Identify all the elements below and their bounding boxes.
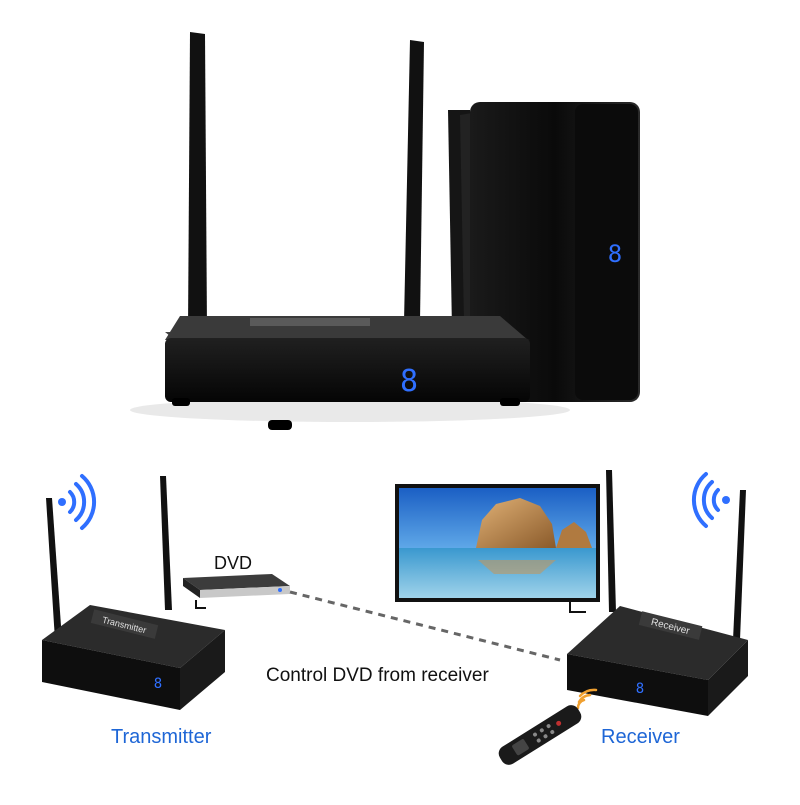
dvd-led: [278, 588, 282, 592]
led-digit: 8: [636, 681, 644, 697]
dvd-label: DVD: [214, 553, 253, 573]
foot: [500, 398, 520, 406]
remote-control-icon: [498, 705, 582, 765]
tv-reflection: [478, 560, 556, 574]
floor-shadow: [130, 398, 570, 422]
receiver-label: Receiver: [601, 726, 680, 748]
box-top: [567, 606, 748, 680]
television: [395, 484, 600, 602]
box-front: [165, 338, 530, 402]
box-label-plate: [250, 318, 370, 326]
dvd-top: [183, 574, 290, 590]
receiver-side: [575, 104, 638, 400]
dvd-player: [183, 574, 290, 598]
top-product-photo: 8 8: [130, 32, 640, 430]
antenna-left: [606, 470, 616, 612]
control-caption: Control DVD from receiver: [266, 665, 489, 686]
antenna-left: [46, 498, 62, 640]
led-digit: 8: [154, 676, 162, 692]
large-transmitter-unit: 8: [165, 32, 530, 430]
box-front: [42, 640, 180, 710]
cable: [569, 602, 586, 613]
foot: [268, 420, 292, 430]
usage-diagram: Transmitter 8: [42, 470, 748, 765]
tv-rock-small: [556, 522, 592, 548]
box-side: [180, 630, 225, 710]
foot: [172, 398, 190, 406]
wifi-signal-icon: [691, 472, 730, 528]
transmitter-device: Transmitter 8: [42, 476, 225, 710]
antenna-right: [404, 40, 424, 322]
antenna-right: [160, 476, 172, 610]
box-side: [708, 640, 748, 716]
box-front: [567, 654, 708, 716]
ir-signal-path: [289, 590, 561, 662]
tv-rock: [476, 498, 556, 548]
receiver-device: Receiver 8: [567, 470, 748, 716]
transmitter-label: Transmitter: [111, 726, 212, 748]
antenna-left: [188, 32, 207, 330]
cable: [195, 600, 206, 609]
signal-waves-icon: [576, 688, 598, 710]
dvd-front: [200, 586, 290, 598]
dvd-side: [183, 578, 200, 598]
antenna-right: [733, 490, 746, 640]
led-digit: 8: [400, 364, 418, 399]
box-top: [42, 605, 225, 668]
wifi-signal-icon: [58, 474, 97, 530]
led-digit: 8: [608, 240, 622, 268]
